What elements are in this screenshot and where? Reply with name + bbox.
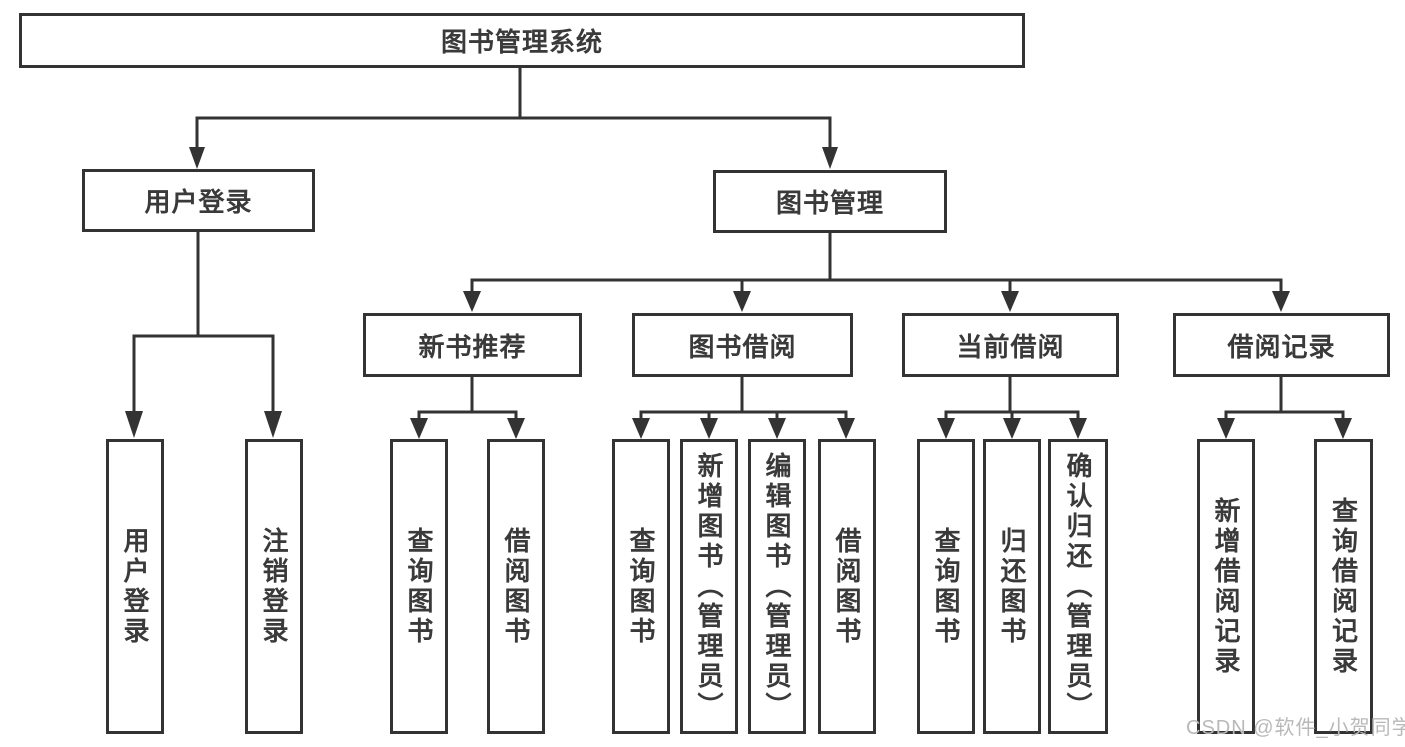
node-user-login: 用户登录 <box>82 169 315 232</box>
leaf-query-books-current: 查询图书 <box>917 439 975 734</box>
connector-user-login <box>125 230 282 438</box>
leaf-add-borrow-record: 新增借阅记录 <box>1197 439 1255 734</box>
leaf-query-books-borrow: 查询图书 <box>612 439 670 734</box>
leaf-logout: 注销登录 <box>245 439 303 734</box>
connector-root <box>189 66 838 169</box>
csdn-watermark: CSDN @软件_小贺同学 <box>1186 717 1405 739</box>
leaf-query-borrow-record: 查询借阅记录 <box>1314 439 1373 734</box>
leaf-return-book: 归还图书 <box>983 439 1041 734</box>
connector-new-book-recommend <box>410 375 525 439</box>
connector-borrow-records <box>1217 375 1352 439</box>
node-book-management: 图书管理 <box>713 170 947 233</box>
node-borrow-records: 借阅记录 <box>1173 313 1390 377</box>
leaf-borrow-books-recommend: 借阅图书 <box>487 439 545 734</box>
node-book-borrow: 图书借阅 <box>632 313 853 377</box>
connector-current-borrow <box>937 375 1087 439</box>
leaf-borrow-books: 借阅图书 <box>818 439 876 734</box>
leaf-query-books-recommend: 查询图书 <box>390 439 448 734</box>
connector-book-management <box>463 231 1290 312</box>
node-library-system: 图书管理系统 <box>19 13 1025 68</box>
connector-book-borrow <box>632 375 855 439</box>
leaf-edit-book-admin: 编辑图书（管理员） <box>748 439 806 734</box>
leaf-add-book-admin: 新增图书（管理员） <box>680 439 738 734</box>
leaf-user-login: 用户登录 <box>106 439 164 734</box>
node-new-book-recommend: 新书推荐 <box>363 313 582 377</box>
node-current-borrow: 当前借阅 <box>902 313 1119 377</box>
leaf-confirm-return-admin: 确认归还（管理员） <box>1048 439 1108 734</box>
